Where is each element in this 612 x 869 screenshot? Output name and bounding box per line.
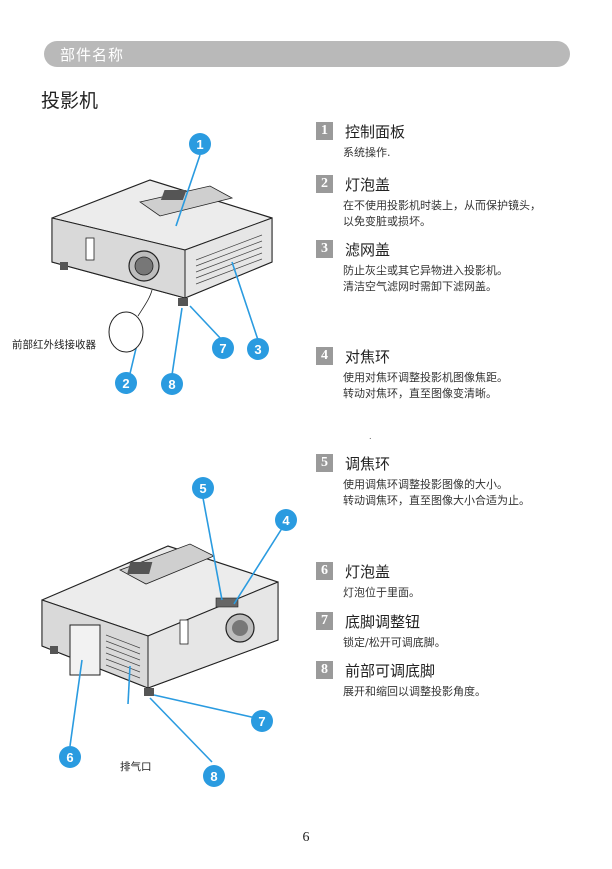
part-item-8: 8 前部可调底脚 展开和缩回以调整投影角度。 bbox=[316, 660, 586, 700]
part-desc-line: 在不使用投影机时装上，从而保护镜头， bbox=[343, 199, 541, 212]
marker-6: 6 bbox=[66, 750, 73, 765]
page-title: 投影机 bbox=[41, 90, 99, 112]
projector-front-illustration: 1 2 3 7 8 bbox=[51, 133, 273, 395]
marker-5: 5 bbox=[199, 481, 206, 496]
part-number-box: 1 bbox=[316, 122, 333, 140]
marker-3: 3 bbox=[254, 342, 261, 357]
exhaust-vent-label: 排气口 bbox=[120, 761, 152, 773]
part-title: 滤网盖 bbox=[345, 240, 391, 259]
part-title: 调焦环 bbox=[345, 454, 391, 473]
part-desc-line: 转动调焦环，直至图像大小合适为止。 bbox=[343, 494, 530, 507]
projector-rear-illustration: 5 4 6 7 8 bbox=[41, 477, 297, 787]
stray-mark: . bbox=[369, 432, 372, 441]
part-desc-line: 防止灰尘或其它异物进入投影机。 bbox=[343, 264, 508, 277]
marker-7: 7 bbox=[258, 714, 265, 729]
part-desc-line: 使用对焦环调整投影机图像焦距。 bbox=[343, 371, 508, 384]
page-number: 6 bbox=[302, 830, 310, 845]
part-title: 对焦环 bbox=[345, 347, 391, 366]
marker-2: 2 bbox=[122, 376, 129, 391]
part-desc-line: 系统操作. bbox=[343, 146, 391, 159]
part-desc-line: 清洁空气滤网时需卸下滤网盖。 bbox=[343, 280, 497, 293]
projector-rear-figure: 5 4 6 7 8 排气口 bbox=[0, 470, 300, 790]
section-title: 部件名称 bbox=[60, 46, 125, 64]
part-desc-line: 锁定/松开可调底脚。 bbox=[343, 636, 446, 649]
part-title: 底脚调整钮 bbox=[345, 612, 421, 631]
part-number-box: 8 bbox=[316, 661, 333, 679]
part-title: 灯泡盖 bbox=[345, 175, 391, 194]
part-number-box: 5 bbox=[316, 454, 333, 472]
part-number-box: 2 bbox=[316, 175, 333, 193]
part-item-1: 1 控制面板 系统操作. bbox=[316, 121, 586, 161]
projector-front-figure: 1 2 3 7 8 前部红外线接收器 bbox=[0, 120, 300, 420]
part-number-box: 7 bbox=[316, 612, 333, 630]
part-desc-line: 以免变脏或损坏。 bbox=[343, 215, 431, 228]
marker-4: 4 bbox=[282, 513, 290, 528]
part-number-box: 3 bbox=[316, 240, 333, 258]
part-item-6: 6 灯泡盖 灯泡位于里面。 bbox=[316, 561, 586, 601]
marker-7: 7 bbox=[219, 341, 226, 356]
part-desc-line: 使用调焦环调整投影图像的大小。 bbox=[343, 478, 508, 491]
marker-8: 8 bbox=[168, 377, 175, 392]
ir-receiver-label: 前部红外线接收器 bbox=[12, 339, 96, 351]
part-title: 灯泡盖 bbox=[345, 562, 391, 581]
part-item-3: 3 滤网盖 防止灰尘或其它异物进入投影机。 清洁空气滤网时需卸下滤网盖。 bbox=[316, 239, 586, 295]
part-item-7: 7 底脚调整钮 锁定/松开可调底脚。 bbox=[316, 611, 586, 651]
part-desc-line: 展开和缩回以调整投影角度。 bbox=[343, 685, 486, 698]
part-title: 前部可调底脚 bbox=[345, 661, 436, 680]
part-item-5: 5 调焦环 使用调焦环调整投影图像的大小。 转动调焦环，直至图像大小合适为止。 bbox=[316, 453, 586, 509]
section-banner: 部件名称 bbox=[44, 41, 570, 67]
part-desc-line: 转动对焦环，直至图像变清晰。 bbox=[343, 387, 497, 400]
part-number-box: 6 bbox=[316, 562, 333, 580]
marker-8: 8 bbox=[210, 769, 217, 784]
part-desc-line: 灯泡位于里面。 bbox=[343, 586, 420, 599]
part-item-4: 4 对焦环 使用对焦环调整投影机图像焦距。 转动对焦环，直至图像变清晰。 bbox=[316, 346, 586, 402]
part-item-2: 2 灯泡盖 在不使用投影机时装上，从而保护镜头， 以免变脏或损坏。 bbox=[316, 174, 586, 230]
marker-1: 1 bbox=[196, 137, 203, 152]
part-title: 控制面板 bbox=[345, 122, 406, 141]
part-number-box: 4 bbox=[316, 347, 333, 365]
